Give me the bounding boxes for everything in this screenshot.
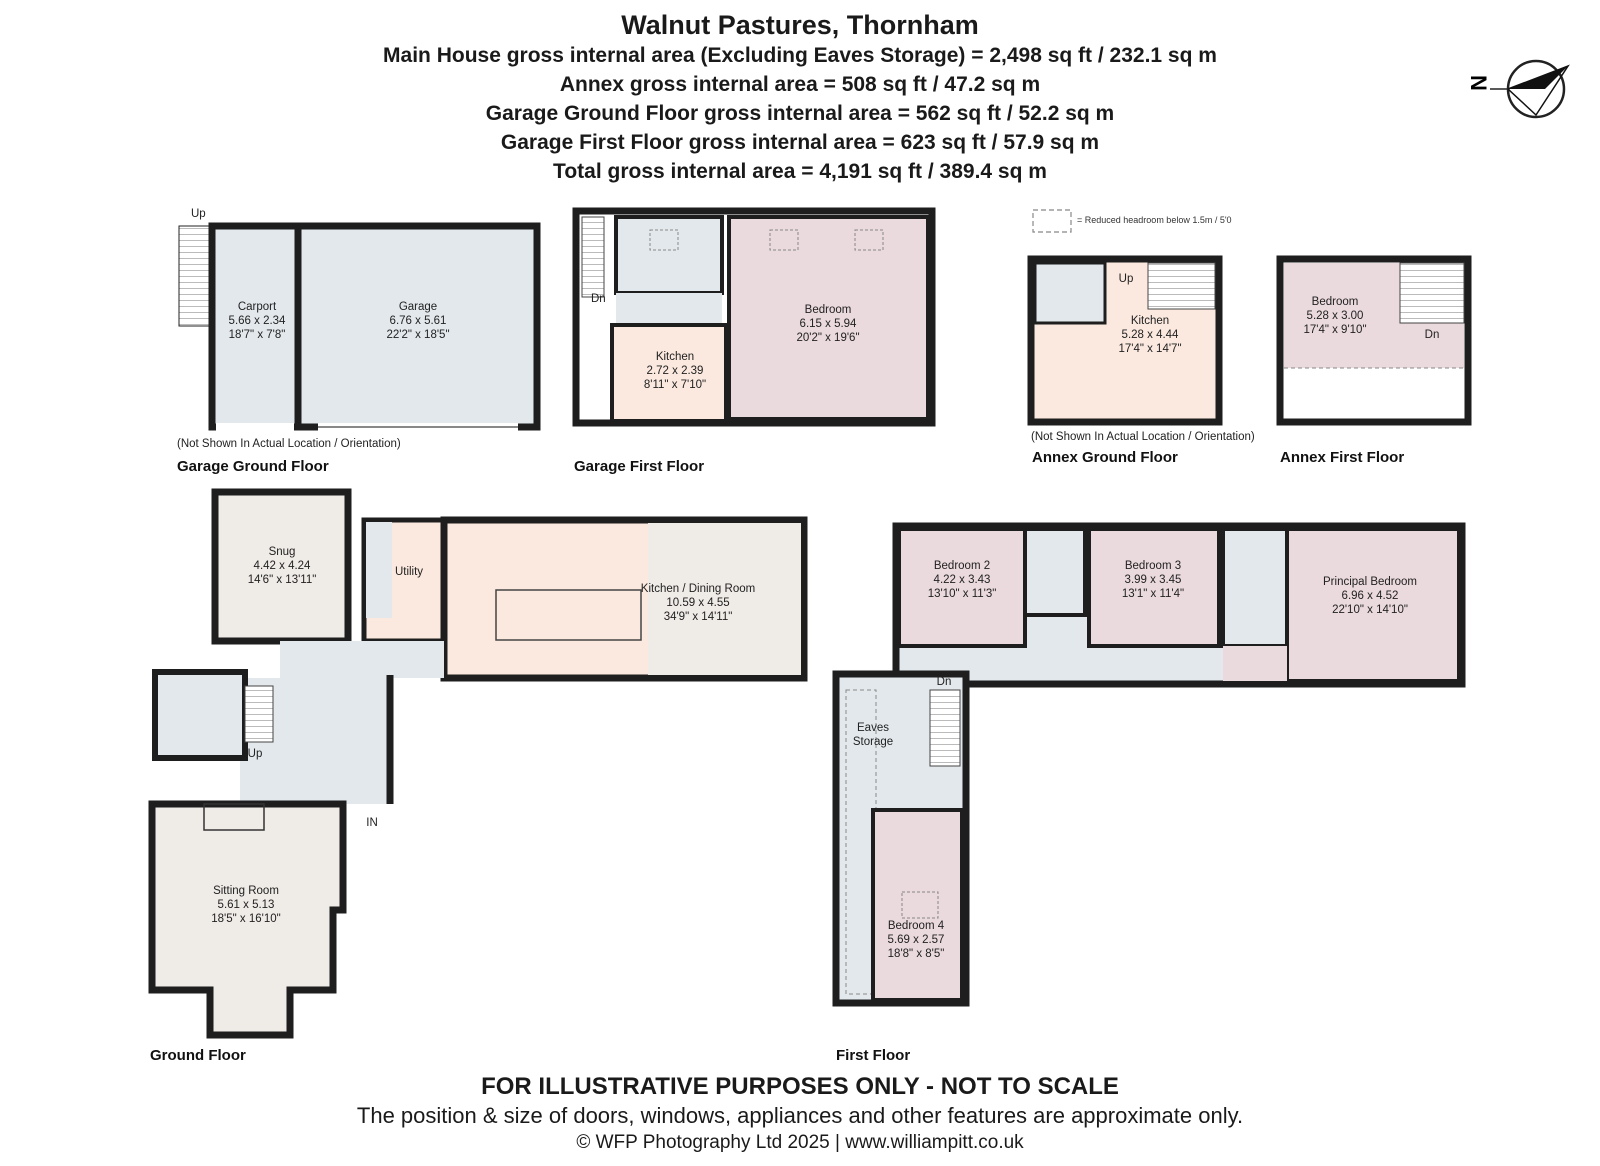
gf-kitchen-name: Kitchen xyxy=(656,351,694,363)
garage-first-floor-label: Garage First Floor xyxy=(574,458,704,475)
compass-north-letter: N xyxy=(1466,75,1491,91)
sitting-name: Sitting Room xyxy=(213,885,279,897)
area-garage-ground: Garage Ground Floor gross internal area … xyxy=(485,102,1115,125)
carport-metric: 5.66 x 2.34 xyxy=(229,315,287,327)
annex-first-floor-label: Annex First Floor xyxy=(1280,449,1404,466)
bedroom4-imperial: 18'8" x 8'5" xyxy=(888,948,945,960)
garage-orientation-note: (Not Shown In Actual Location / Orientat… xyxy=(177,438,401,450)
ensuite xyxy=(1221,527,1289,648)
ground-floor-label: Ground Floor xyxy=(150,1047,246,1064)
kitchen-dining-metric: 10.59 x 4.55 xyxy=(666,597,729,609)
compass-icon: N xyxy=(1466,59,1570,119)
area-main-house: Main House gross internal area (Excludin… xyxy=(383,44,1217,67)
principal-name: Principal Bedroom xyxy=(1323,576,1417,588)
annex-kitchen-metric: 5.28 x 4.44 xyxy=(1122,329,1180,341)
disclaimer-heading: FOR ILLUSTRATIVE PURPOSES ONLY - NOT TO … xyxy=(481,1073,1119,1100)
annex-ground-floor: Up Kitchen 5.28 x 4.44 17'4" x 14'7" (No… xyxy=(1027,255,1255,466)
first-bathroom xyxy=(1023,527,1087,617)
entrance-in-marker: IN xyxy=(366,817,378,829)
snug-name: Snug xyxy=(269,546,296,558)
garage-first-dn-marker: Dn xyxy=(591,293,606,305)
principal-metric: 6.96 x 4.52 xyxy=(1342,590,1399,602)
bedroom2-name: Bedroom 2 xyxy=(934,560,990,572)
ground-floor: Up IN Snug 4.42 x 4.24 14'6" x 13'11" Ut… xyxy=(148,488,808,1064)
garage-imperial: 22'2" x 18'5" xyxy=(386,329,449,341)
kitchen-island xyxy=(495,589,642,641)
snug-room xyxy=(211,488,352,645)
annex-bedroom-metric: 5.28 x 3.00 xyxy=(1307,310,1364,322)
reduced-headroom-legend: = Reduced headroom below 1.5m / 5'0 xyxy=(1032,209,1232,233)
first-floor-stairs xyxy=(929,689,961,767)
area-total: Total gross internal area = 4,191 sq ft … xyxy=(553,160,1047,183)
garage-metric: 6.76 x 5.61 xyxy=(390,315,447,327)
garage-first-kitchen xyxy=(610,323,728,423)
annex-orientation-note: (Not Shown In Actual Location / Orientat… xyxy=(1031,431,1255,443)
garage-first-floor: Dn Kitchen 2.72 x 2.39 8'11" x 7'10" Bed… xyxy=(572,207,936,475)
ground-stairs xyxy=(244,685,274,743)
annex-bedroom-name: Bedroom xyxy=(1312,296,1359,308)
eaves-name-2: Storage xyxy=(853,736,893,748)
garage-building xyxy=(208,222,541,431)
annex-kitchen-name: Kitchen xyxy=(1131,315,1169,327)
annex-first-stairs xyxy=(1399,262,1465,324)
annex-bedroom-imperial: 17'4" x 9'10" xyxy=(1303,324,1366,336)
area-annex: Annex gross internal area = 508 sq ft / … xyxy=(559,73,1041,96)
utility-name: Utility xyxy=(395,566,423,578)
garage-first-bedroom xyxy=(727,215,930,421)
bedroom4-metric: 5.69 x 2.57 xyxy=(888,934,945,946)
annex-kitchen-imperial: 17'4" x 14'7" xyxy=(1118,343,1181,355)
eaves-name-1: Eaves xyxy=(857,722,889,734)
kitchen-dining-name: Kitchen / Dining Room xyxy=(641,583,755,595)
snug-imperial: 14'6" x 13'11" xyxy=(248,574,317,586)
sitting-room xyxy=(148,800,347,1039)
annex-first-floor: Bedroom 5.28 x 3.00 17'4" x 9'10" Dn Ann… xyxy=(1276,255,1472,466)
annex-first-dn-marker: Dn xyxy=(1425,329,1440,341)
annex-stairs xyxy=(1147,262,1216,310)
principal-imperial: 22'10" x 14'10" xyxy=(1332,604,1408,616)
cloakroom xyxy=(152,669,248,761)
carport-name: Carport xyxy=(238,301,277,313)
first-dn-marker: Dn xyxy=(937,676,952,688)
bedroom3-imperial: 13'1" x 11'4" xyxy=(1122,588,1184,600)
kitchen-dining-imperial: 34'9" x 14'11" xyxy=(664,611,733,623)
principal-bedroom-room xyxy=(1285,527,1461,683)
bedroom-3-room xyxy=(1087,527,1221,648)
property-title: Walnut Pastures, Thornham xyxy=(621,10,979,40)
annex-up-marker: Up xyxy=(1119,273,1134,285)
bedroom3-metric: 3.99 x 3.45 xyxy=(1125,574,1182,586)
area-garage-first: Garage First Floor gross internal area =… xyxy=(500,131,1100,154)
garage-up-marker: Up xyxy=(191,208,206,220)
gf-bedroom-metric: 6.15 x 5.94 xyxy=(800,318,858,330)
plan-header: Walnut Pastures, Thornham Main House gro… xyxy=(0,10,1600,186)
fireplace xyxy=(203,803,265,831)
legend-text: = Reduced headroom below 1.5m / 5'0 xyxy=(1077,215,1232,225)
bedroom3-name: Bedroom 3 xyxy=(1125,560,1181,572)
bedroom2-metric: 4.22 x 3.43 xyxy=(934,574,991,586)
sitting-metric: 5.61 x 5.13 xyxy=(218,899,275,911)
sitting-imperial: 18'5" x 16'10" xyxy=(211,913,280,925)
copyright-line: © WFP Photography Ltd 2025 | www.william… xyxy=(576,1132,1024,1153)
bedroom4-name: Bedroom 4 xyxy=(888,920,945,932)
plan-footer: FOR ILLUSTRATIVE PURPOSES ONLY - NOT TO … xyxy=(0,1072,1600,1156)
garage-first-bathroom xyxy=(614,215,724,295)
garage-ground-floor-label: Garage Ground Floor xyxy=(177,458,329,475)
annex-shower-room xyxy=(1033,261,1107,325)
gf-bedroom-name: Bedroom xyxy=(805,304,852,316)
gf-bedroom-imperial: 20'2" x 19'6" xyxy=(796,332,859,344)
annex-ground-floor-label: Annex Ground Floor xyxy=(1032,449,1178,466)
carport-imperial: 18'7" x 7'8" xyxy=(229,329,286,341)
garage-name: Garage xyxy=(399,301,437,313)
bedroom-4-room xyxy=(871,808,964,1002)
disclaimer-note: The position & size of doors, windows, a… xyxy=(356,1103,1244,1128)
first-floor: Dn Bedroom 2 4.22 x 3.43 13'10" x 11'3" … xyxy=(832,522,1466,1064)
gf-kitchen-imperial: 8'11" x 7'10" xyxy=(644,379,706,391)
snug-metric: 4.42 x 4.24 xyxy=(254,560,312,572)
first-floor-label: First Floor xyxy=(836,1047,910,1064)
ground-up-marker: Up xyxy=(248,748,263,760)
garage-first-stairs xyxy=(581,216,605,298)
bedroom2-imperial: 13'10" x 11'3" xyxy=(928,588,997,600)
gf-kitchen-metric: 2.72 x 2.39 xyxy=(647,365,704,377)
garage-ground-floor: Up Carport 5.66 x 2.34 18'7" x 7'8" Gara… xyxy=(177,208,541,475)
